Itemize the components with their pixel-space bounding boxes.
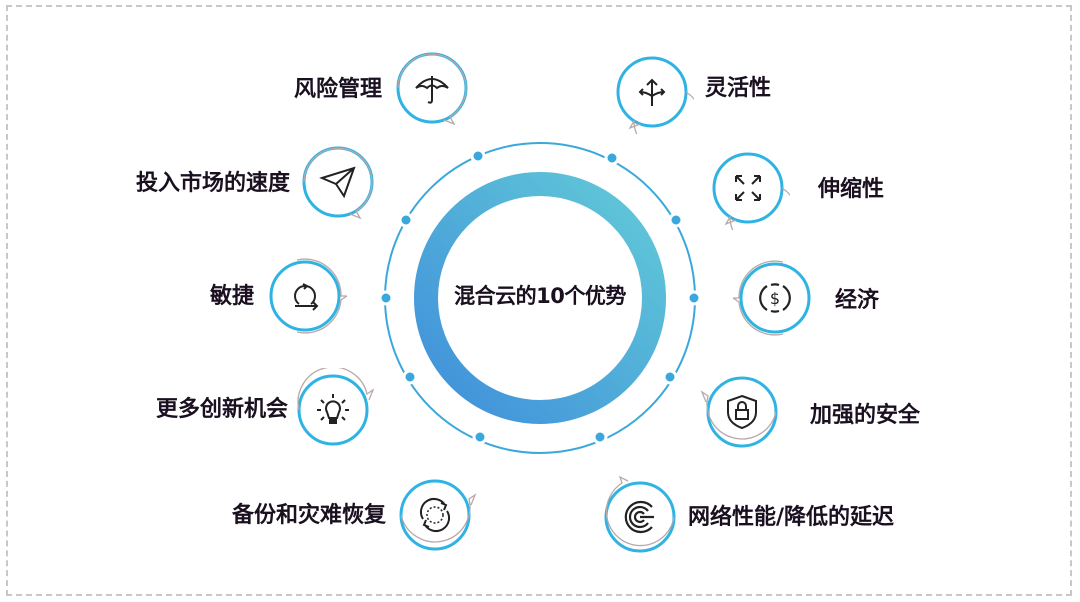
node-scalability: [706, 146, 790, 230]
label-risk: 风险管理: [293, 77, 382, 102]
expand-arrows-icon: [735, 175, 761, 201]
label-scalability: 伸缩性: [818, 177, 885, 202]
label-speed: 投入市场的速度: [135, 171, 290, 196]
label-economy: 经济: [835, 288, 880, 313]
diagram-title: 混合云的10个优势: [454, 284, 626, 308]
label-security: 加强的安全: [810, 403, 921, 428]
node-network: [598, 475, 682, 559]
paper-plane-icon: [319, 166, 356, 199]
lightbulb-icon: [317, 394, 349, 424]
node-risk: [390, 46, 474, 130]
svg-text:$: $: [770, 289, 780, 308]
node-backup: [393, 473, 477, 557]
label-innovation: 更多创新机会: [155, 397, 288, 422]
node-flexibility: [610, 50, 694, 134]
dashed-frame: [6, 5, 1072, 596]
node-economy: $: [733, 256, 817, 340]
label-flexibility: 灵活性: [705, 76, 772, 101]
node-security: [700, 370, 784, 454]
node-agility: [263, 254, 347, 338]
umbrella-icon: [415, 76, 449, 104]
sync-icon: [420, 498, 450, 532]
node-innovation: [291, 368, 375, 452]
dollar-coin-icon: $: [759, 283, 791, 313]
network-signal-icon: [624, 500, 654, 534]
node-speed: [296, 140, 380, 224]
shield-lock-icon: [727, 394, 757, 430]
label-network: 网络性能/降低的延迟: [688, 505, 895, 530]
label-agility: 敏捷: [209, 284, 254, 309]
loop-arrow-icon: [294, 283, 319, 311]
label-backup: 备份和灾难恢复: [231, 503, 386, 528]
split-arrows-icon: [638, 78, 666, 106]
